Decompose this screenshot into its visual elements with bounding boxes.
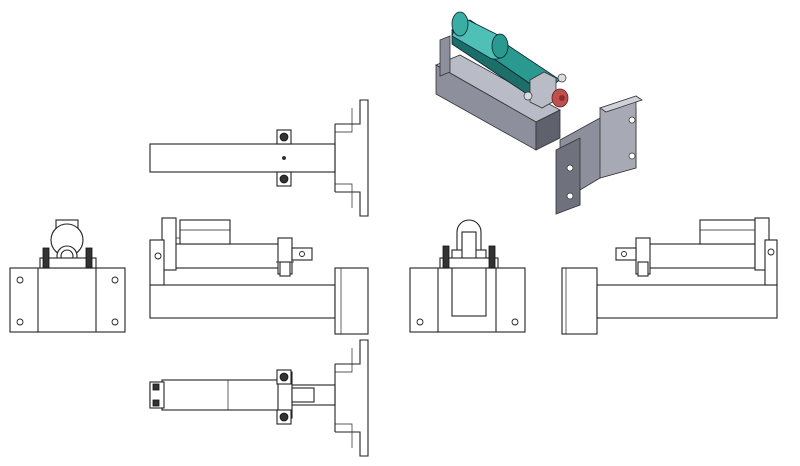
- front-view-motor: [179, 219, 231, 245]
- left-view-hole: [16, 276, 24, 284]
- right-side-view: [409, 219, 526, 333]
- left-side-view: [9, 219, 126, 333]
- left-view-clamp: [39, 257, 97, 269]
- iso-clamp: [529, 71, 557, 109]
- rear-view-motor: [699, 219, 756, 245]
- rear-view-bracket: [561, 267, 598, 335]
- isometric-view: [435, 11, 643, 215]
- top-view-bracket: [335, 99, 369, 217]
- top-view: [149, 99, 369, 217]
- left-view-plate: [9, 267, 126, 333]
- rear-view-tube: [596, 284, 778, 319]
- top-view-tube: [149, 143, 336, 173]
- rear-view-cylinder: [644, 243, 756, 269]
- front-view: [149, 217, 369, 335]
- bottom-view-rod: [291, 387, 315, 403]
- front-view-bracket: [334, 267, 369, 335]
- bottom-view: [149, 339, 369, 457]
- rear-view: [561, 217, 778, 335]
- bottom-view-bracket: [335, 339, 369, 457]
- front-view-tube: [149, 284, 336, 319]
- bottom-view-cylinder: [161, 379, 281, 411]
